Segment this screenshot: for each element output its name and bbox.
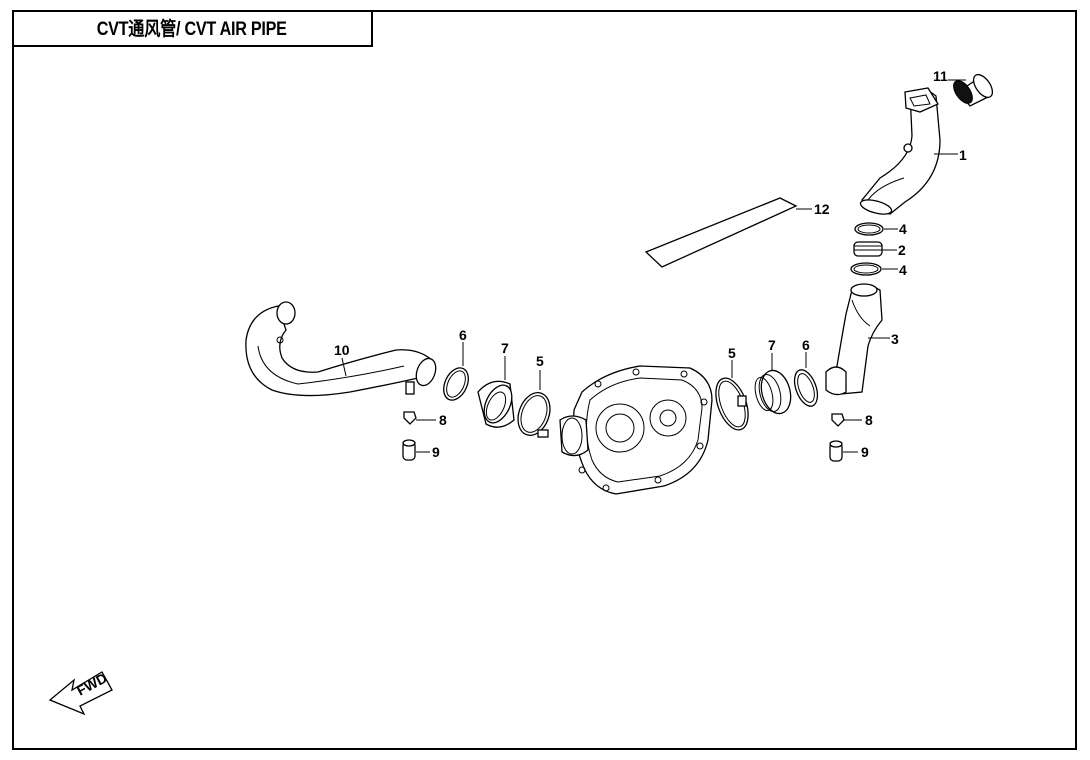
callout-10: 10	[334, 342, 350, 358]
callout-9-right: 9	[861, 444, 869, 460]
part-10-left-long-pipe[interactable]	[245, 301, 439, 397]
callout-6-right: 6	[802, 337, 810, 353]
cvt-housing	[559, 365, 713, 495]
part-3-right-elbow-pipe[interactable]	[825, 283, 890, 396]
callout-6-left: 6	[459, 327, 467, 343]
callout-2: 2	[898, 242, 906, 258]
part-5-right-hose-clamp[interactable]	[710, 360, 755, 434]
callout-11: 11	[933, 68, 948, 84]
callout-9-left: 9	[432, 444, 440, 460]
part-11-intake-cap[interactable]	[948, 71, 996, 107]
part-5-left-hose-clamp[interactable]	[512, 370, 555, 440]
part-7-right-boot[interactable]	[752, 353, 795, 417]
part-12-label-strip[interactable]	[644, 197, 812, 268]
callout-8-right: 8	[865, 412, 873, 428]
part-9-left-cap[interactable]	[402, 439, 430, 461]
part-2-coupler[interactable]	[853, 241, 897, 257]
callout-8-left: 8	[439, 412, 447, 428]
callout-7-right: 7	[768, 337, 776, 353]
part-4-upper-clamp[interactable]	[854, 222, 898, 236]
callout-4a: 4	[899, 221, 907, 237]
part-1-upper-pipe[interactable]	[859, 87, 958, 217]
callout-12: 12	[814, 201, 830, 217]
part-8-right-fitting[interactable]	[831, 413, 862, 427]
callout-1: 1	[959, 147, 967, 163]
callout-5-left: 5	[536, 353, 544, 369]
callout-7-left: 7	[501, 340, 509, 356]
part-9-right-cap[interactable]	[829, 440, 858, 462]
callout-3: 3	[891, 331, 899, 347]
part-7-left-boot[interactable]	[477, 356, 517, 428]
callout-4b: 4	[899, 262, 907, 278]
part-6-left-seal-ring[interactable]	[439, 342, 473, 404]
part-8-left-fitting[interactable]	[403, 411, 436, 425]
callout-5-right: 5	[728, 345, 736, 361]
fwd-arrow-icon: FWD	[48, 670, 113, 716]
title-block: CVT通风管/ CVT AIR PIPE	[12, 10, 373, 47]
page-title: CVT通风管/ CVT AIR PIPE	[96, 19, 287, 40]
part-4-lower-clamp[interactable]	[850, 262, 898, 276]
part-6-right-seal-ring[interactable]	[790, 352, 822, 409]
drawing-frame	[12, 10, 1077, 750]
